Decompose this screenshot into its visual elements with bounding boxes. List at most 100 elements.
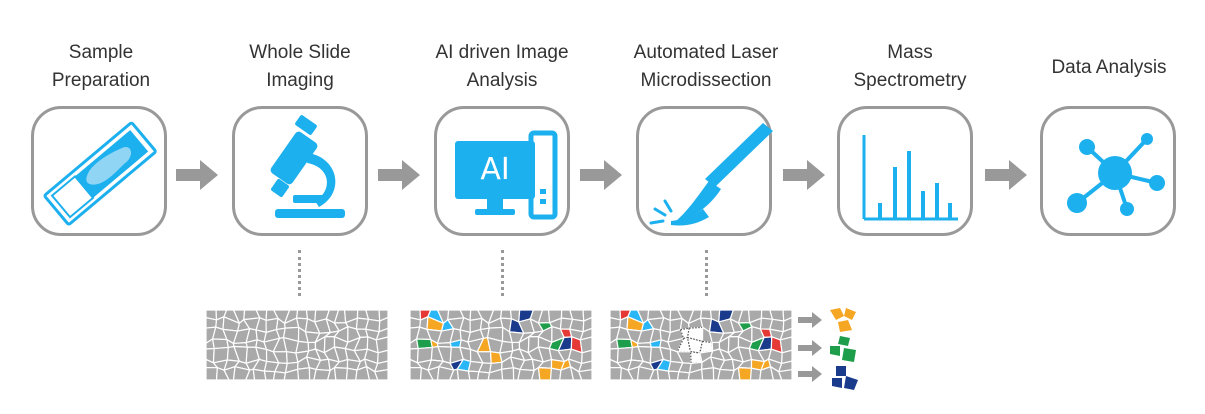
tissue-cell: [297, 367, 311, 380]
tissue-cell: [206, 366, 219, 380]
tissue-cell: [375, 336, 388, 354]
tissue-image-dissected: [610, 310, 792, 380]
arrow-right-icon: [985, 160, 1027, 190]
tissue-cell: [215, 366, 230, 380]
tissue-image-segmented: [410, 310, 592, 380]
tissue-cell: [232, 365, 251, 380]
tissue-cell: [263, 370, 276, 380]
tissue-cell: [636, 365, 655, 380]
tissue-cell: [769, 365, 783, 380]
tissue-cell: [373, 360, 388, 373]
tissue-cell: [476, 371, 491, 380]
ai-text: AI: [480, 152, 510, 187]
connector-line: [705, 250, 708, 296]
spectrum-icon: [862, 135, 958, 221]
tissue-cell: [717, 368, 735, 380]
tissue-cell: [559, 365, 575, 380]
tissue-cell: [676, 371, 691, 380]
collected-cells-navy: [832, 366, 858, 390]
tissue-cell: [610, 366, 623, 380]
tissue-cell: [487, 368, 504, 380]
tissue-cell: [436, 365, 455, 380]
tissue-cell: [283, 368, 300, 380]
tissue-cell: [449, 368, 460, 380]
arrow-right-icon: [580, 160, 622, 190]
tissue-cell: [759, 365, 775, 380]
tissue-cell: [501, 367, 515, 380]
small-arrow-icon: [798, 312, 822, 328]
step-box-laser-microdissection: [636, 106, 773, 236]
tissue-cell: [373, 369, 388, 380]
tissue-cell: [252, 368, 267, 380]
tissue-cell: [610, 316, 622, 329]
step-label-mass-spectrometry: Mass Spectrometry: [853, 42, 967, 91]
tissue-cell: [781, 349, 792, 365]
step-box-ai-image-analysis: AI: [434, 106, 570, 236]
tissue-cell: [782, 316, 792, 333]
tissue-cell: [699, 310, 713, 320]
tissue-cell: [749, 367, 762, 380]
tissue-cell: [377, 349, 388, 365]
arrow-right-icon: [378, 160, 420, 190]
tissue-cell: [549, 367, 562, 380]
tissue-cell: [355, 365, 371, 380]
tissue-cell: [537, 367, 553, 380]
tissue-cell: [579, 327, 592, 341]
step-label-whole-slide-imaging: Whole Slide Imaging: [249, 42, 351, 91]
tissue-cell: [777, 360, 792, 373]
small-arrow-icon: [798, 366, 822, 382]
tissue-cell: [627, 365, 640, 380]
collected-cells-orange: [830, 308, 856, 332]
tissue-cell: [206, 316, 218, 329]
step-box-mass-spectrometry: [837, 106, 973, 236]
collected-cells-green: [830, 336, 856, 362]
tissue-cell: [779, 327, 792, 341]
step-box-sample-preparation: [31, 106, 167, 236]
step-box-whole-slide-imaging: [232, 106, 368, 236]
small-arrow-icon: [798, 340, 822, 356]
tissue-cell: [530, 366, 541, 380]
connector-line: [298, 250, 301, 296]
tissue-image-gray: [206, 310, 388, 380]
tissue-cell: [649, 368, 660, 380]
tissue-cell: [326, 366, 337, 380]
step-box-data-analysis: [1040, 106, 1176, 236]
tissue-cell: [365, 365, 379, 380]
tissue-cell: [779, 336, 792, 354]
step-label-sample-preparation: Sample Preparation: [51, 42, 151, 91]
tissue-cell: [730, 366, 741, 380]
tissue-cell: [223, 365, 236, 380]
tissue-cell: [667, 370, 680, 380]
tissue-cell: [701, 367, 715, 380]
tissue-cell: [579, 336, 592, 354]
tissue-cell: [456, 368, 471, 380]
tissue-cell: [419, 366, 434, 380]
tissue-cell: [777, 369, 792, 380]
tissue-cell: [582, 316, 592, 333]
slide-icon: [43, 121, 157, 226]
arrow-right-icon: [176, 160, 218, 190]
tissue-cell: [577, 360, 592, 373]
tissue-cell: [313, 368, 331, 380]
tissue-cell: [687, 368, 704, 380]
tissue-cell: [410, 316, 422, 329]
tissue-cell: [427, 365, 440, 380]
laser-scalpel-icon: [649, 123, 773, 226]
tissue-cell: [737, 367, 753, 380]
tissue-cell: [345, 367, 358, 380]
step-label-laser-microdissection: Automated Laser Microdissection: [633, 42, 779, 91]
tissue-cell: [378, 316, 388, 333]
tissue-cell: [333, 367, 349, 380]
network-icon: [1067, 133, 1165, 216]
step-label-data-analysis: Data Analysis: [1051, 57, 1167, 78]
tissue-cell: [245, 368, 256, 380]
tissue-cell: [517, 368, 535, 380]
tissue-cell: [410, 366, 423, 380]
tissue-cell: [656, 368, 671, 380]
tissue-cell: [619, 366, 634, 380]
tissue-cell: [569, 365, 583, 380]
connector-line: [501, 250, 504, 296]
tissue-cell: [577, 369, 592, 380]
microscope-icon: [270, 115, 345, 218]
tissue-cell: [467, 370, 480, 380]
